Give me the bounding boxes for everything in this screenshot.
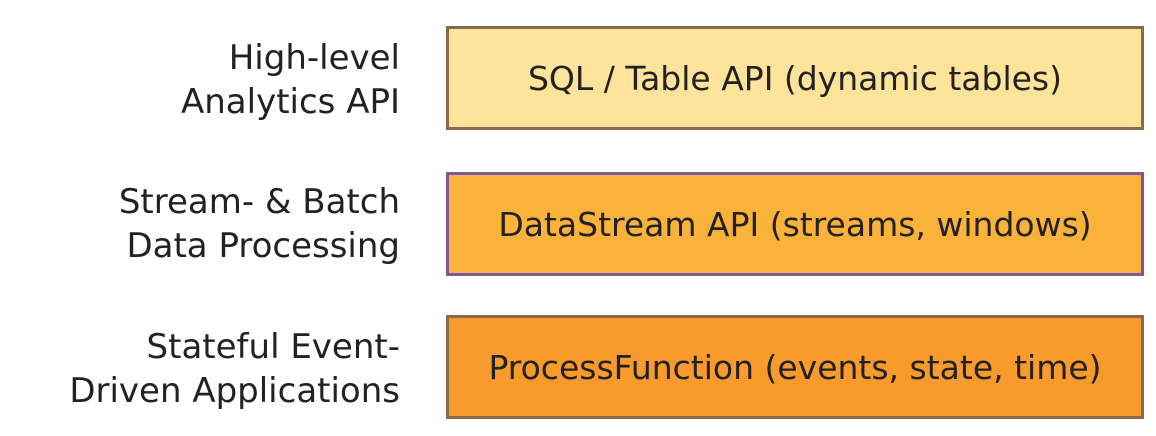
layer-label: Stream- & Batch Data Processing: [119, 180, 400, 268]
layer-label: Stateful Event- Driven Applications: [69, 325, 400, 413]
sql-table-api-box: SQL / Table API (dynamic tables): [446, 26, 1144, 130]
layer-label-line2: Driven Applications: [69, 371, 400, 411]
processfunction-box: ProcessFunction (events, state, time): [446, 315, 1144, 419]
layer-label-line1: Stateful Event-: [146, 327, 400, 367]
layer-label-line2: Analytics API: [181, 82, 400, 122]
datastream-api-box: DataStream API (streams, windows): [446, 172, 1144, 276]
layer-label-line1: High-level: [228, 38, 400, 78]
layer-label-line2: Data Processing: [126, 226, 400, 266]
layer-label-line1: Stream- & Batch: [118, 182, 400, 222]
layer-label: High-level Analytics API: [181, 36, 400, 124]
